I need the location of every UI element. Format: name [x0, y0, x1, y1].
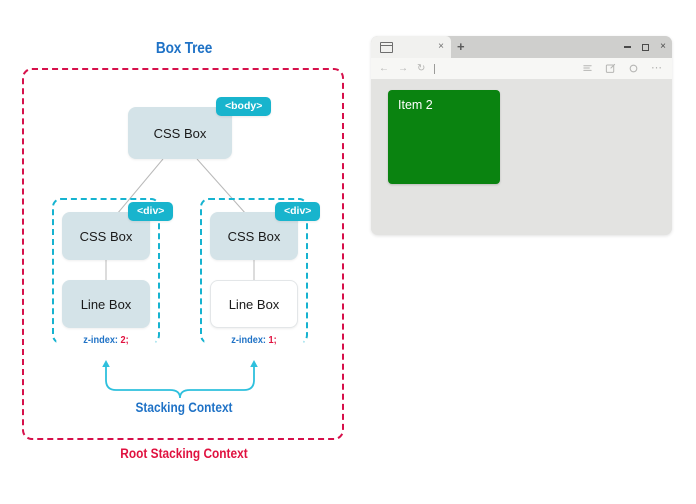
notes-icon[interactable] — [605, 63, 616, 74]
reading-list-icon[interactable] — [582, 63, 593, 74]
text-caret — [434, 63, 436, 74]
z-index-semicolon-right: ; — [273, 335, 277, 346]
z-index-property-right: z-index: — [231, 335, 267, 346]
browser-toolbar: ← → ↻ ⋯ — [371, 58, 672, 79]
navigation-buttons: ← → ↻ — [379, 62, 426, 74]
toolbar-actions: ⋯ — [582, 63, 662, 74]
reload-icon[interactable]: ↻ — [417, 62, 426, 74]
window-controls: × — [624, 36, 666, 58]
root-stacking-context-boundary — [22, 68, 344, 440]
more-options-icon[interactable]: ⋯ — [651, 62, 662, 74]
green-item-box: Item 2 — [388, 90, 500, 184]
box-tree-diagram: Box Tree z-index: 2; z-index: 1; CSS Box… — [22, 40, 344, 461]
root-stacking-context-label: Root Stacking Context — [120, 446, 248, 461]
connector-lines — [102, 158, 258, 399]
browser-tab[interactable]: × — [371, 36, 451, 58]
tag-badge-body: <body> — [216, 97, 272, 116]
browser-titlebar: × + × — [371, 36, 672, 58]
node-body-css-box: CSS Box — [128, 107, 232, 159]
hub-icon[interactable] — [628, 63, 639, 74]
close-icon[interactable]: × — [438, 41, 444, 52]
minimize-icon[interactable] — [624, 46, 631, 47]
stacking-context-label: Stacking Context — [135, 400, 233, 415]
browser-viewport: Item 2 — [371, 79, 672, 235]
z-index-property-left: z-index: — [83, 335, 119, 346]
tag-badge-div-left: <div> — [128, 202, 174, 221]
browser-window: × + × ← → ↻ — [371, 36, 672, 235]
page-title: Box Tree — [155, 40, 213, 57]
z-index-value-left: 2 — [120, 335, 126, 346]
green-item-label: Item 2 — [398, 98, 433, 112]
tag-badge-div-right: <div> — [275, 202, 321, 221]
z-index-label-left: z-index: 2; — [56, 335, 156, 346]
address-input[interactable] — [434, 58, 582, 79]
z-index-value-right: 1 — [268, 335, 274, 346]
z-index-label-right: z-index: 1; — [204, 335, 304, 346]
maximize-icon[interactable] — [642, 44, 649, 51]
forward-icon[interactable]: → — [398, 62, 408, 74]
node-div-left-line-box: Line Box — [62, 280, 150, 328]
new-tab-button[interactable]: + — [457, 39, 465, 54]
window-icon — [380, 41, 393, 53]
back-icon[interactable]: ← — [379, 62, 389, 74]
close-window-icon[interactable]: × — [660, 41, 666, 52]
node-div-right-line-box: Line Box — [210, 280, 298, 328]
z-index-semicolon-left: ; — [125, 335, 129, 346]
